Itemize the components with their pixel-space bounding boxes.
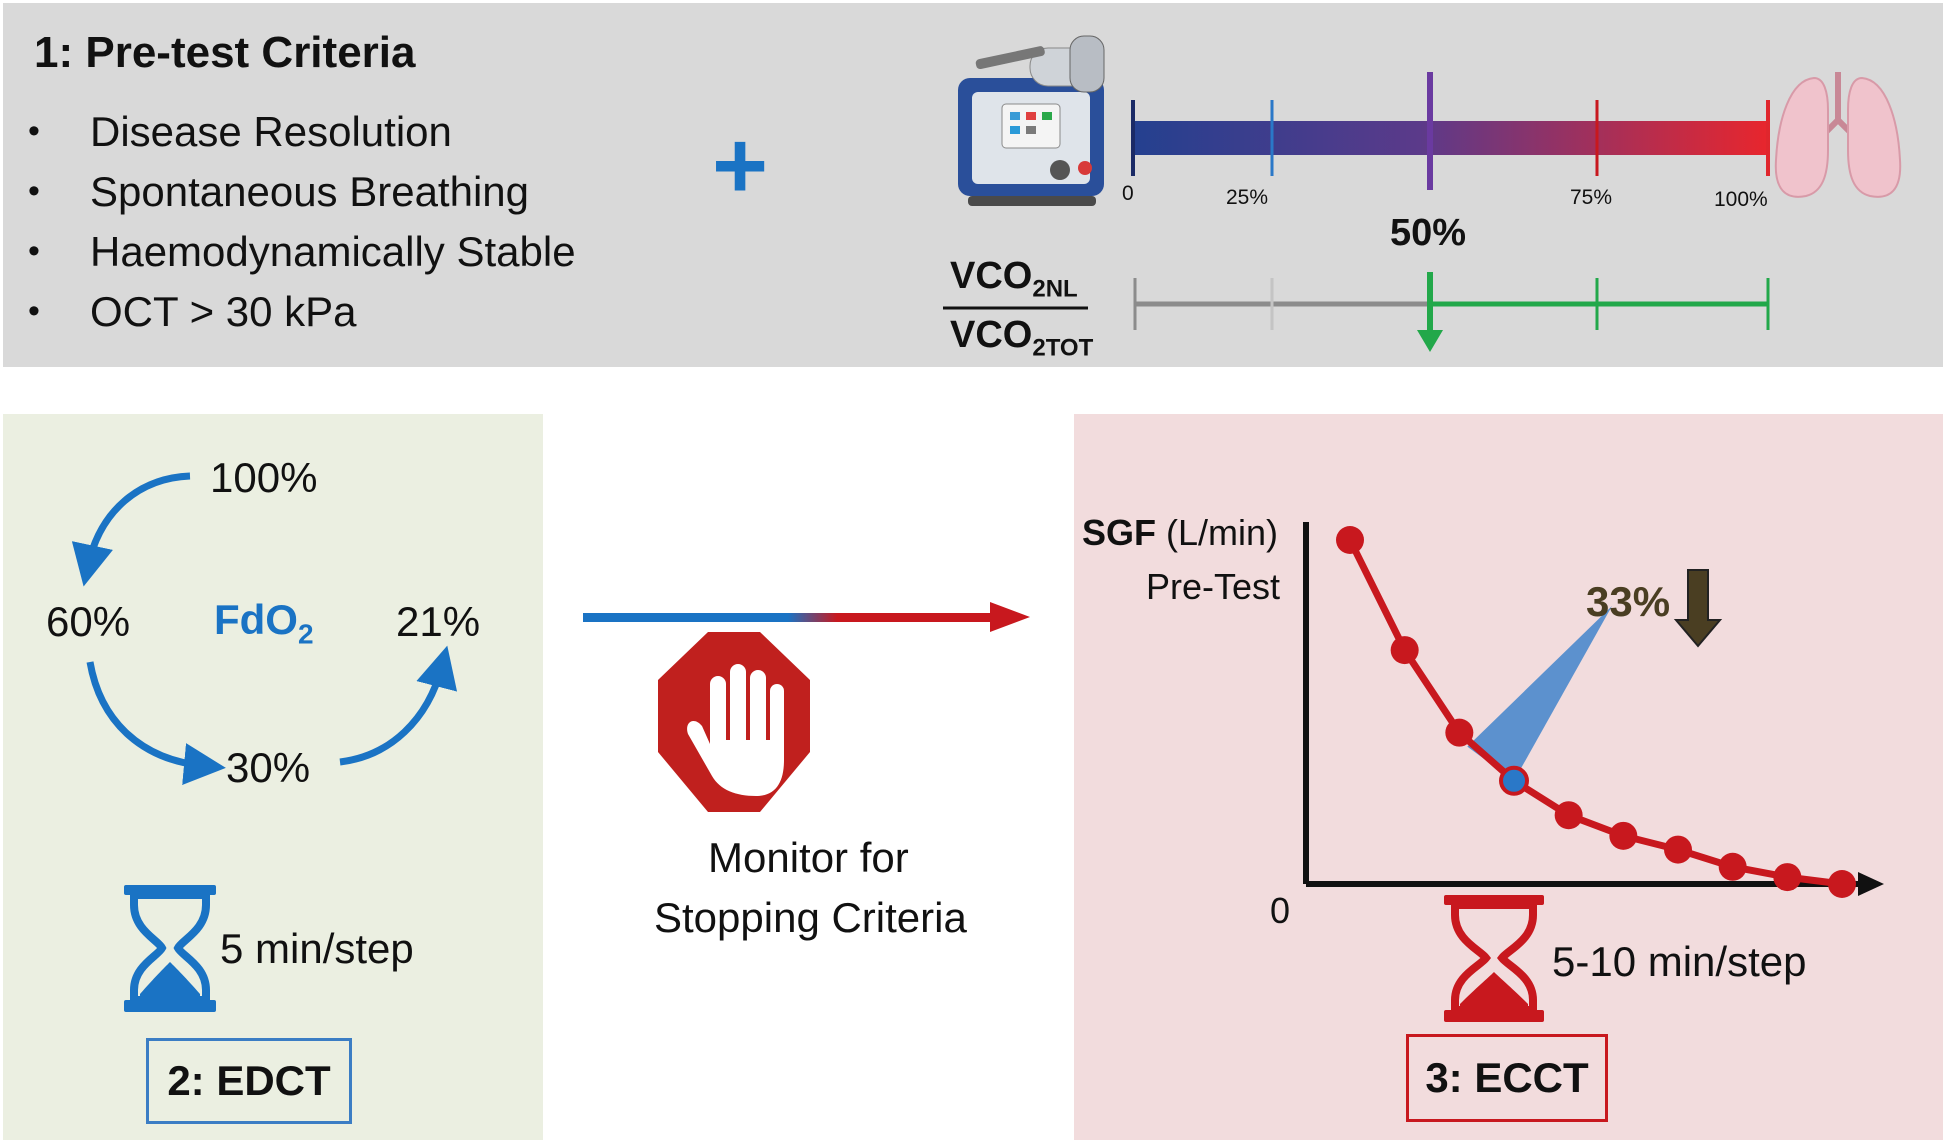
bullet-icon: • — [28, 112, 40, 150]
fdo2-label: FdO2 — [214, 596, 314, 650]
reduction-label: 33% — [1586, 578, 1671, 625]
pretest-title: 1: Pre-test Criteria — [34, 28, 416, 77]
bullet-icon: • — [28, 172, 40, 210]
reduction-wedge — [1467, 606, 1612, 781]
origin-label: 0 — [1270, 890, 1291, 931]
scale-label: 100% — [1714, 188, 1768, 211]
edct-label-box: 2: EDCT — [146, 1038, 352, 1124]
arrow-100-to-60 — [71, 472, 191, 587]
reduction-callout — [1467, 606, 1612, 781]
data-point — [1445, 718, 1474, 747]
data-point — [1336, 526, 1364, 554]
data-point — [1554, 801, 1583, 830]
scale-label: 25% — [1226, 186, 1269, 209]
scale-label: 75% — [1570, 186, 1613, 209]
arrow-down-icon — [1417, 330, 1443, 352]
criterion-item: OCT > 30 kPa — [90, 288, 357, 335]
data-point — [1773, 863, 1802, 892]
step-60: 60% — [46, 598, 131, 645]
x-axis-arrow-icon — [1858, 872, 1884, 896]
ratio-denominator: VCO2TOT — [950, 314, 1094, 362]
monitor-line1: Monitor for — [708, 834, 909, 881]
edct-duration: 5 min/step — [220, 925, 414, 972]
bullet-icon: • — [28, 292, 40, 330]
y-axis-label: SGF (L/min) — [1082, 512, 1279, 553]
ecct-label-box: 3: ECCT — [1406, 1034, 1608, 1122]
criterion-item: Spontaneous Breathing — [90, 168, 530, 215]
criterion-item: Haemodynamically Stable — [90, 228, 576, 275]
y-axis-label-line2: Pre-Test — [1146, 566, 1281, 607]
arrow-right-icon — [990, 602, 1030, 632]
ratio-numerator: VCO2NL — [950, 255, 1078, 303]
data-point — [1390, 636, 1419, 665]
series-line — [1346, 538, 1843, 888]
step-30: 30% — [226, 744, 311, 791]
gradient-bar — [1133, 121, 1768, 155]
monitor-line2: Stopping Criteria — [654, 894, 967, 941]
ecct-duration: 5-10 min/step — [1552, 938, 1807, 985]
data-point — [1718, 852, 1747, 881]
step-100: 100% — [210, 454, 318, 501]
criterion-item: Disease Resolution — [90, 108, 452, 155]
scale-mid-label: 50% — [1390, 212, 1467, 254]
data-point — [1609, 821, 1638, 850]
edct-panel — [3, 414, 543, 1140]
scale-label: 0 — [1122, 182, 1134, 205]
bullet-icon: • — [28, 232, 40, 270]
data-point — [1828, 870, 1856, 898]
step-21: 21% — [396, 598, 481, 645]
arrow-30-to-21 — [339, 645, 458, 766]
data-point — [1664, 835, 1692, 864]
highlighted-data-point — [1499, 765, 1529, 796]
plus-icon: + — [712, 112, 769, 219]
arrow-60-to-30 — [86, 661, 226, 785]
